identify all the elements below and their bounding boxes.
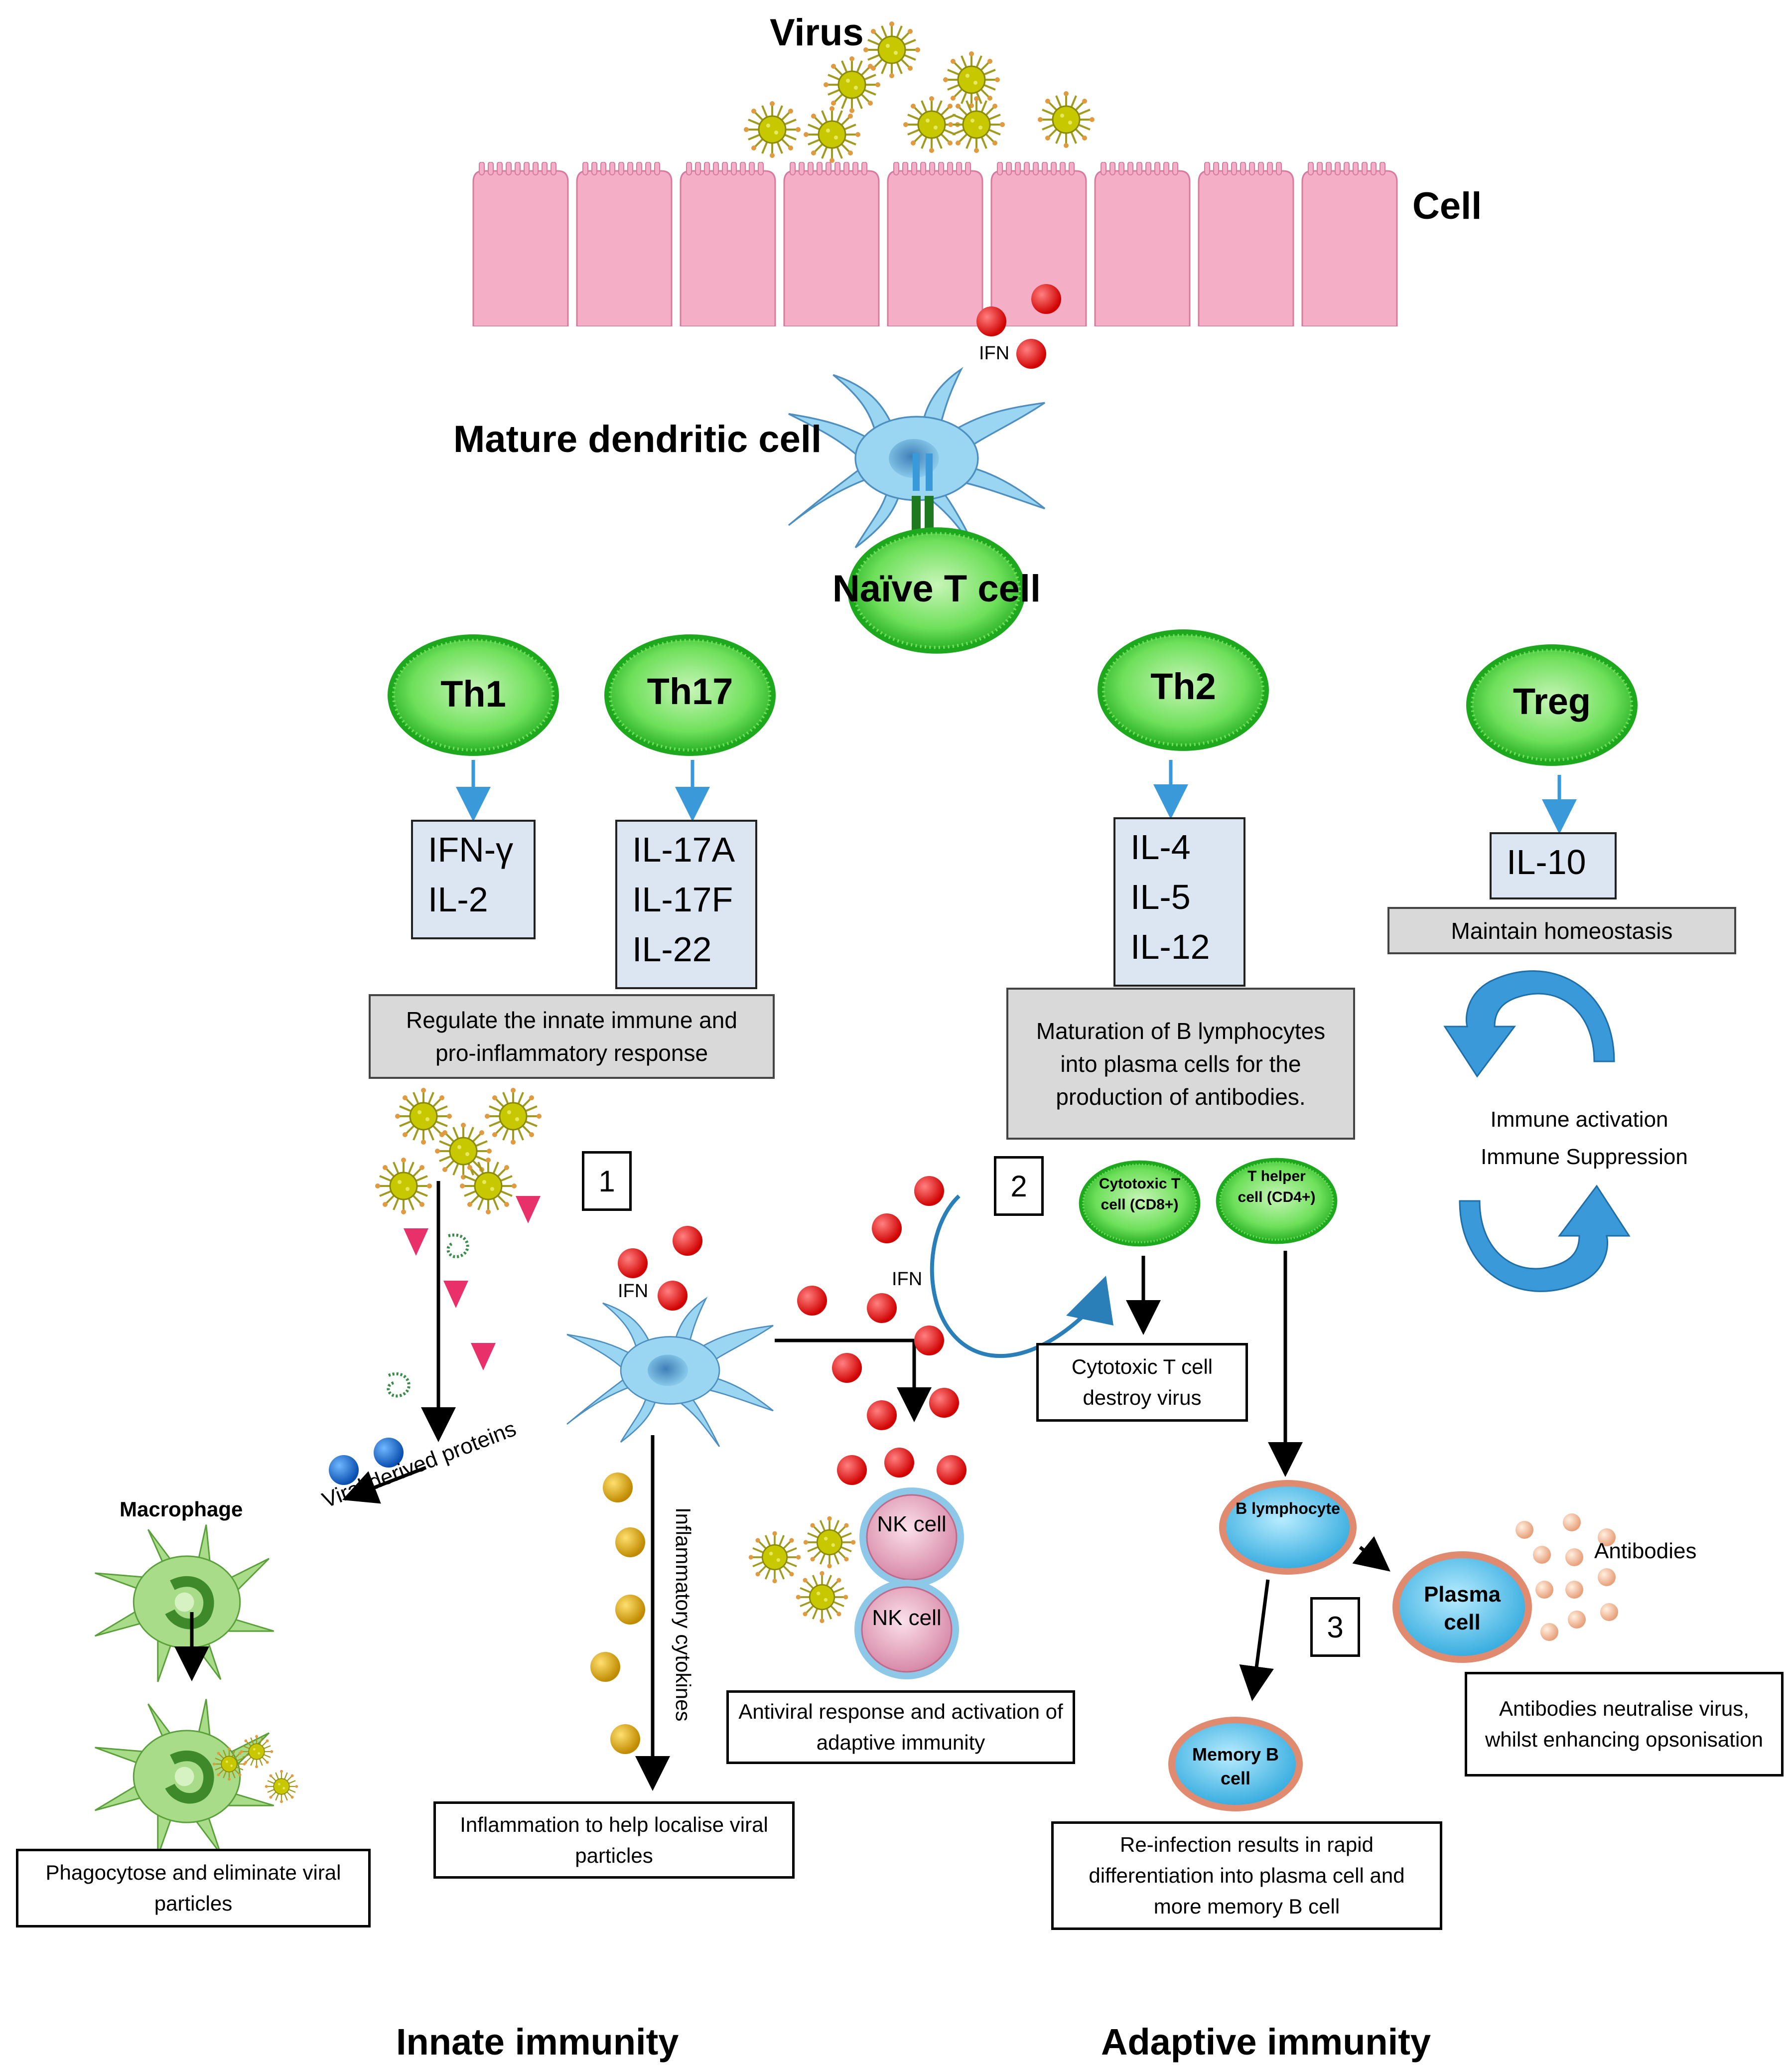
neutralise-note: Antibodies neutralise virus, whilst enha… [1465,1672,1784,1776]
macrophage-label: Macrophage [120,1497,243,1521]
reinfection-note: Re-infection results in rapid differenti… [1051,1821,1442,1930]
step-2: 2 [994,1156,1044,1216]
step-3: 3 [1310,1597,1360,1657]
ifn-label-top: IFN [979,343,1010,364]
ifn-label-dc: IFN [618,1281,649,1302]
ifn-label-mid: IFN [892,1269,923,1290]
th17-label: Th17 [647,671,733,712]
dendritic-cell-label: Mature dendritic cell [453,418,822,460]
th2-cytokines: IL-4 IL-5 IL-12 [1113,817,1245,987]
th1-cytokines: IFN-γ IL-2 [411,820,536,939]
treg-label: Treg [1513,681,1591,722]
cytokine-il-2: IL-2 [428,880,488,919]
cytokine-il-17a: IL-17A [632,830,735,869]
naive-t-cell-label: Naïve T cell [832,568,1041,610]
cytotoxic-t-cell-label: Cytotoxic T cell (CD8+) [1099,1176,1181,1213]
maturation-note: Maturation of B lymphocytes into plasma … [1006,988,1355,1140]
virus-label: Virus [770,11,864,54]
b-lymphocyte-label: B lymphocyte [1236,1499,1340,1517]
nk-cell-label-2: NK cell [872,1606,942,1630]
cytokine-il-10: IL-10 [1507,843,1586,882]
antibodies-label: Antibodies [1594,1539,1697,1563]
regulate-note: Regulate the innate immune and pro-infla… [369,994,775,1079]
cytokine-il-17f: IL-17F [632,880,733,919]
epithelium-row [472,162,1398,326]
th2-label: Th2 [1150,666,1216,707]
cytokine-il-5: IL-5 [1130,878,1191,916]
homeostasis-note: Maintain homeostasis [1387,907,1736,954]
phagocytose-note: Phagocytose and eliminate viral particle… [16,1849,371,1927]
cytokine-ifn-gamma: IFN-γ [428,830,514,869]
cytokine-il-22: IL-22 [632,930,712,969]
memory-b-cell-label: Memory B cell [1192,1744,1279,1788]
cytotoxic-note: Cytotoxic T cell destroy virus [1036,1343,1248,1422]
nk-cell-label-1: NK cell [877,1512,947,1536]
immune-activation-label: Immune activation [1490,1107,1668,1132]
footer-innate: Innate immunity [396,2021,679,2063]
th1-label: Th1 [440,673,506,715]
cytokine-il-12: IL-12 [1130,927,1210,966]
inflammatory-cytokines-label: Inflammatory cytokines [672,1507,695,1722]
inflammation-note: Inflammation to help localise viral part… [433,1801,795,1879]
treg-cytokines: IL-10 [1490,832,1617,899]
th17-cytokines: IL-17A IL-17F IL-22 [615,820,757,989]
step-1: 1 [582,1151,632,1211]
antiviral-note: Antiviral response and activation of ada… [726,1690,1075,1764]
immune-suppression-label: Immune Suppression [1481,1145,1688,1169]
t-helper-cell-label: T helper cell (CD4+) [1238,1168,1316,1205]
cytokine-il-4: IL-4 [1130,828,1191,867]
cell-label: Cell [1412,185,1482,227]
footer-adaptive: Adaptive immunity [1101,2021,1431,2063]
plasma-cell-label: Plasma cell [1423,1582,1501,1634]
